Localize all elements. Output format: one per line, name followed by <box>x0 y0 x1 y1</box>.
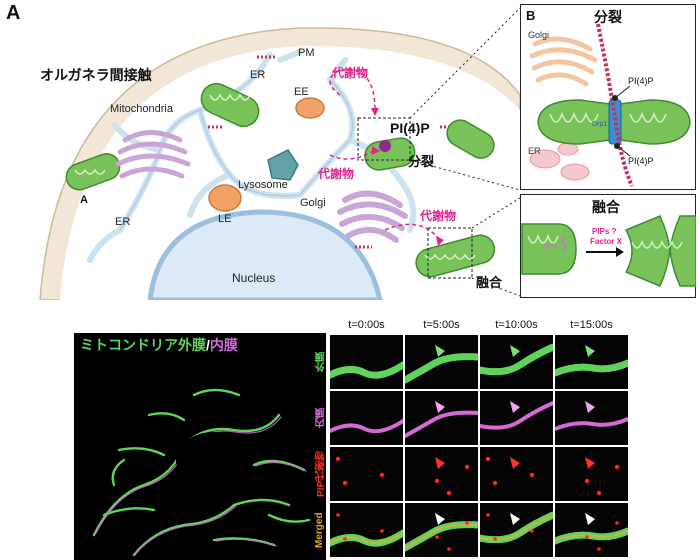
label-fusion: 融合 <box>476 275 503 290</box>
timelapse-tile <box>480 503 553 557</box>
microscopy-title-inner: 内膜 <box>209 337 238 353</box>
timelapse-tile <box>330 391 403 445</box>
microscopy-overview-image: ミトコンドリア外膜/内膜 <box>74 333 326 560</box>
time-label-3: t=15:00s <box>570 319 613 331</box>
timelapse-tile <box>555 503 628 557</box>
microscopy-title-outer: ミトコンドリア外膜 <box>80 337 206 353</box>
row-label-outer: 外膜 <box>316 352 327 372</box>
inset-fission: B 分裂 Golgi ER PI(4)P PI(4)P Drp1 <box>520 4 696 190</box>
row-label-inner: 内膜 <box>316 408 327 428</box>
time-label-2: t=10:00s <box>495 319 538 331</box>
label-nucleus: Nucleus <box>232 271 275 285</box>
inset-fusion-mfn: Mfn <box>544 242 557 251</box>
timelapse-tile <box>405 503 478 557</box>
microscopy-title: ミトコンドリア外膜/内膜 <box>80 335 238 355</box>
label-fission: 分裂 <box>408 154 435 169</box>
label-pi4p: PI(4)P <box>390 120 430 136</box>
label-metabolite-1: 代謝物 <box>331 65 368 80</box>
cell-diagram: オルガネラ間接触 A PM ER ER EE Mitochondria Lyso… <box>39 7 520 300</box>
label-golgi: Golgi <box>300 197 326 209</box>
label-mitochondria: Mitochondria <box>110 103 174 115</box>
label-ee: EE <box>294 86 309 98</box>
label-pm: PM <box>298 47 315 59</box>
inset-b-golgi: Golgi <box>528 30 549 40</box>
inset-fusion-title: 融合 <box>592 199 621 215</box>
label-le: LE <box>218 213 231 225</box>
label-metabolite-3: 代謝物 <box>419 208 456 223</box>
diagram-title: オルガネラ間接触 <box>40 67 152 83</box>
label-er-top: ER <box>250 69 265 81</box>
timelapse-tile <box>330 503 403 557</box>
timelapse-tile <box>555 391 628 445</box>
inset-b-title: 分裂 <box>594 9 622 25</box>
row-label-pip: PIP代謝物 <box>316 450 327 498</box>
time-label-1: t=5:00s <box>423 319 460 331</box>
time-label-0: t=0:00s <box>348 319 385 331</box>
label-a: A <box>80 194 88 206</box>
timelapse-tile <box>555 447 628 501</box>
timelapse-tile <box>555 335 628 389</box>
inset-b-er: ER <box>528 146 541 156</box>
timelapse-tile <box>330 447 403 501</box>
mitochondria-network <box>92 388 311 557</box>
timelapse-tile <box>405 447 478 501</box>
timelapse-tile <box>405 391 478 445</box>
inset-b-drp1: Drp1 <box>592 121 607 128</box>
inset-b-pi4p-bottom: PI(4)P <box>628 156 654 166</box>
inset-b-pi4p-top: PI(4)P <box>628 76 654 86</box>
inset-fusion-pips: PIPs ? <box>592 227 617 236</box>
timelapse-tile <box>405 335 478 389</box>
timelapse-tile <box>330 335 403 389</box>
timelapse-tile <box>480 447 553 501</box>
label-er-left: ER <box>115 216 130 228</box>
inset-b-letter: B <box>526 8 535 23</box>
timelapse-tile <box>480 391 553 445</box>
timelapse-tile <box>480 335 553 389</box>
row-label-merged: Merged <box>314 512 325 548</box>
inset-fusion-factor: Factor X <box>590 237 623 246</box>
panel-letter: A <box>6 2 21 24</box>
label-metabolite-2: 代謝物 <box>317 166 354 181</box>
label-lysosome: Lysosome <box>238 179 288 191</box>
inset-fusion: 融合 Mfn PIPs ? Factor X <box>520 194 696 298</box>
microscopy-title-sep: / <box>206 337 210 353</box>
